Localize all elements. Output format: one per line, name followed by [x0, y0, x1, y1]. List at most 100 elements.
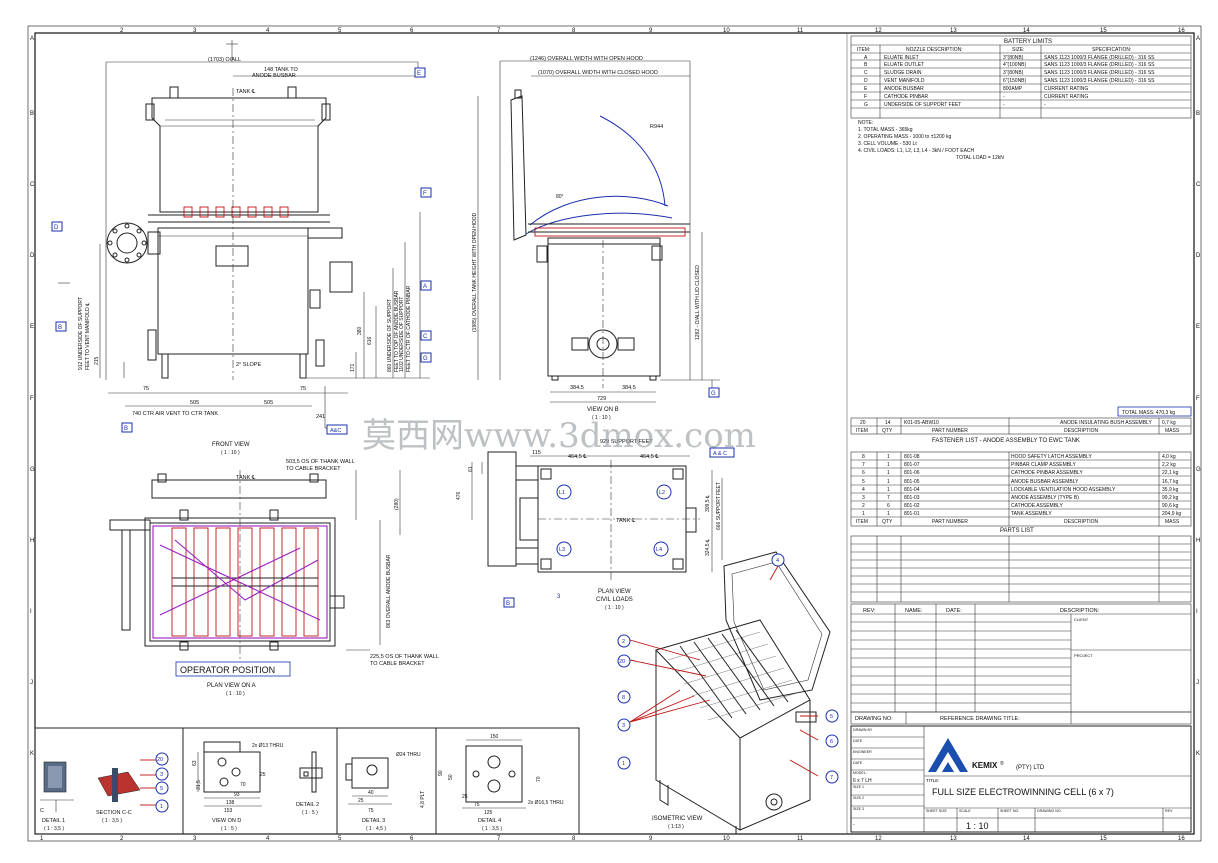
row-G-right: G: [1196, 467, 1201, 473]
balloon-L4: L4: [653, 541, 669, 557]
section-balloon-1: 1: [155, 799, 169, 813]
col-7-bottom: 7: [497, 836, 501, 842]
project-label: PROJECT: [1074, 653, 1093, 658]
col-3: 3: [193, 28, 197, 34]
bom-cell: CATHODE ASSEMBLY: [1011, 503, 1063, 509]
battery-cell: SANS 1123 1000/3 FLANGE (DRILLED) - 316 …: [1044, 78, 1155, 84]
dim-324: 324,5 ℄: [705, 538, 711, 556]
front-view-title: FRONT VIEW: [212, 442, 250, 448]
svg-text:E: E: [417, 71, 421, 77]
kemix-logo-icon: [928, 738, 968, 772]
bom-cell: CATHODE PINBAR ASSEMBLY: [1011, 470, 1083, 476]
bom-header: QTY: [882, 428, 893, 434]
dim-vent-ctr: 740 CTR AIR VENT TO CTR TANK: [132, 411, 218, 417]
detail3-title: DETAIL 3: [362, 818, 385, 824]
col-3-bottom: 3: [193, 836, 197, 842]
dim-75-right: 75: [300, 386, 306, 392]
empty-parts-grid: [850, 535, 1192, 603]
svg-text:D: D: [54, 225, 59, 231]
dim-912: 912 UNDERSIDE OF SUPPORT: [78, 297, 84, 370]
col-11-bottom: 11: [797, 836, 804, 842]
row-J: J: [30, 680, 33, 686]
bom-cell: 801-03: [904, 495, 920, 501]
battery-cell: SANS 1123 1000/3 FLANGE (DRILLED) - 316 …: [1044, 70, 1155, 76]
dim-63: 63: [192, 760, 198, 766]
battery-cell: -: [1003, 102, 1005, 108]
section-balloon-5: 5: [155, 781, 169, 795]
front-view-scale: ( 1 : 10 ): [221, 450, 240, 456]
iso-balloon-3: 3: [617, 718, 631, 732]
front-view: (1703) O/ALL 148 TANK TO ANODE BUSBAR TA…: [58, 40, 430, 456]
svg-text:5: 5: [160, 786, 163, 792]
battery-cell: ELUATE INLET: [884, 55, 919, 61]
battery-cell: ANODE BUSBAR: [884, 86, 924, 92]
svg-text:5: 5: [830, 714, 833, 720]
dim-150: 150: [490, 734, 499, 740]
plan-view-a: TANK ℄ 503,5 OS OF THANK WALL TO CABLE B…: [109, 459, 439, 697]
flag-D: D: [51, 221, 63, 232]
detail-1: C DETAIL 1 ( 1 : 3,5 ): [40, 761, 74, 832]
view-b-scale: ( 1 : 10 ): [592, 415, 611, 421]
bom-cell: 0,7 kg: [1162, 420, 1176, 426]
parts-list-title: PARTS LIST: [1000, 528, 1034, 534]
row-K: K: [30, 751, 34, 757]
flag-G: G: [420, 352, 432, 363]
col-5-bottom: 5: [338, 836, 342, 842]
battery-cell: CURRENT RATING: [1044, 86, 1088, 92]
svg-text:4: 4: [776, 558, 779, 564]
iso-scale: ( 1:13 ): [668, 824, 684, 830]
note-line: 2. OPERATING MASS - 1000 to ±1200 kg: [858, 134, 951, 140]
col-13-bottom: 13: [950, 836, 957, 842]
battery-cell: ELUATE OUTLET: [884, 62, 924, 68]
bom-cell: K01-05-ABW10: [904, 420, 939, 426]
battery-cell: -: [1003, 94, 1005, 100]
civil-tank-centreline: TANK ℄: [616, 518, 636, 524]
battery-cell: A: [864, 55, 868, 61]
svg-text:2: 2: [622, 639, 625, 645]
tb-label: DRAWN BY: [853, 728, 873, 732]
battery-cell: G: [864, 102, 868, 108]
bom-header: MASS: [1165, 519, 1180, 525]
dim-hood-closed: (1070) OVERALL WIDTH WITH CLOSED HOOD: [538, 70, 658, 76]
bom-cell: 14: [885, 420, 891, 426]
battery-cell: SLUDGE DRAIN: [884, 70, 922, 76]
dim-4-8-plt: 4,8 PLT: [420, 791, 426, 808]
col-4-bottom: 4: [266, 836, 270, 842]
iso-balloon-7: 7: [825, 770, 839, 784]
col-10-bottom: 10: [723, 836, 730, 842]
col-6-bottom: 6: [410, 836, 414, 842]
bom-cell: 801-02: [904, 503, 920, 509]
dim-overall: (1703) O/ALL: [208, 57, 241, 63]
svg-text:®: ®: [1000, 760, 1004, 767]
notes-title: NOTE:: [858, 120, 873, 126]
svg-text:L3: L3: [559, 547, 565, 553]
flag-C: C: [420, 330, 432, 341]
battery-limits-table: BATTERY LIMITS ITEM: NOZZLE DESCRIPTION:…: [850, 35, 1192, 119]
dim-476: 476: [456, 491, 462, 500]
row-K-right: K: [1196, 751, 1200, 757]
dim-464-right: 464,5 ℄: [640, 454, 659, 460]
iso-balloon-2: 2: [617, 634, 631, 648]
dim-280: (280): [394, 498, 400, 510]
detail2-title: DETAIL 2: [296, 802, 319, 808]
column-markers: 2 3 4 5 6 7 8 9 10 11 12 13 14 15 16 1 2…: [40, 28, 1185, 842]
plan-a-title: PLAN VIEW ON A: [207, 683, 256, 689]
isometric-view: ISOMETRIC VIEW ( 1:13 ): [629, 551, 831, 834]
title-block: DRAWN BY DATE ENGINEER DATE MODEL: SIZE …: [850, 725, 1192, 833]
svg-text:7: 7: [830, 775, 833, 781]
detail1-title: DETAIL 1: [42, 818, 65, 824]
bom-header: PART NUMBER: [932, 519, 968, 525]
tb-label: ENGINEER: [853, 750, 872, 754]
col-16-bottom: 16: [1178, 836, 1185, 842]
section-cc-title: SECTION C-C: [96, 810, 132, 816]
bom-cell: ANODE BUSBAR ASSEMBLY: [1011, 479, 1079, 485]
row-C-right: C: [1196, 182, 1201, 188]
flag-A-and-C-civil: A & C: [709, 447, 735, 458]
dim-505-left: 505: [190, 400, 199, 406]
row-A-right: A: [1196, 36, 1200, 42]
dim-tank-busbar: 148 TANK TO: [264, 67, 299, 73]
section-cc-scale: ( 1 : 3,5 ): [102, 818, 122, 824]
dim-616: 616: [367, 336, 373, 345]
bom-header: MASS: [1165, 428, 1180, 434]
anode-bush-row: 20 14 K01-05-ABW10 ANODE INSULATING BUSH…: [850, 417, 1192, 444]
